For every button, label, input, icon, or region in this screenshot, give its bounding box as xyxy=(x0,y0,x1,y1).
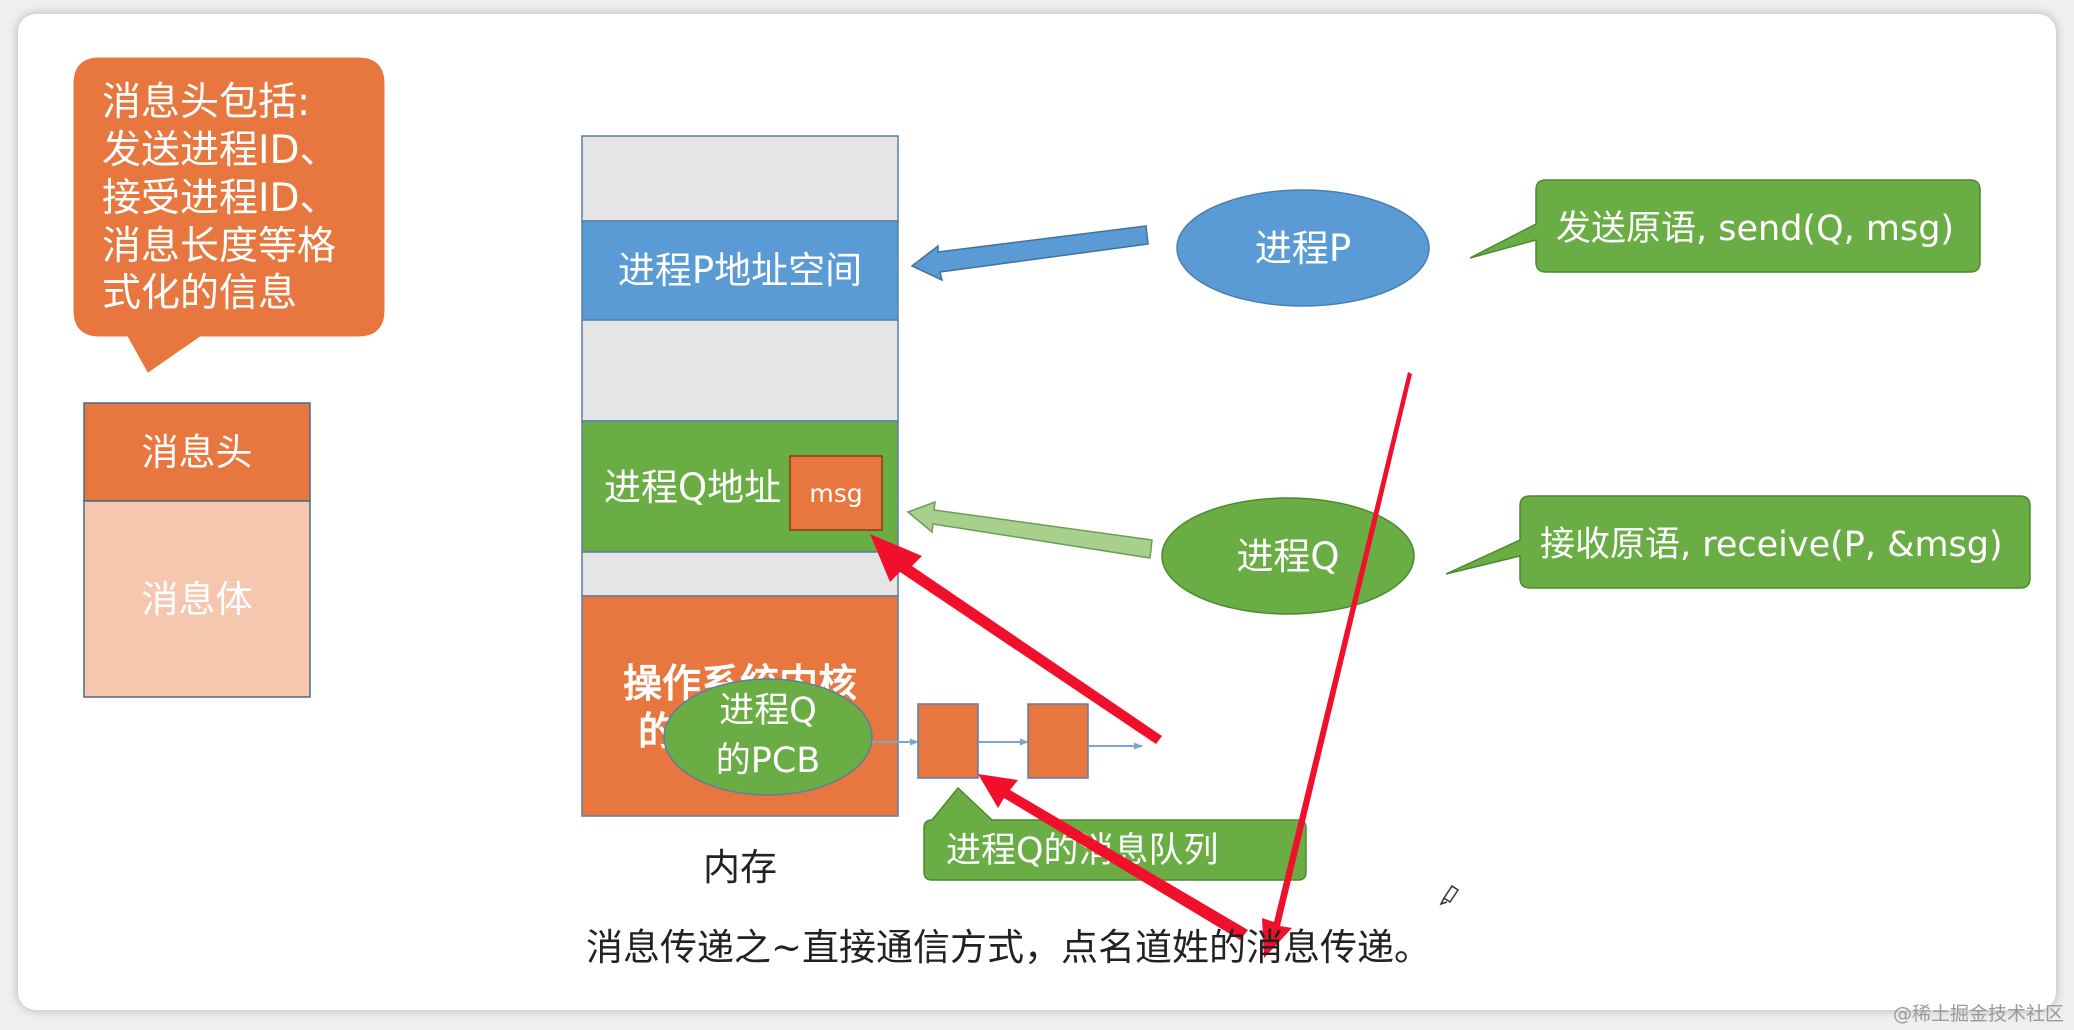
diagram-canvas: 消息头包括: 发送进程ID、 接受进程ID、 消息长度等格 式化的信息 消息头 … xyxy=(73,57,2031,969)
header-info-line-1: 消息头包括: xyxy=(102,80,310,125)
message-head-label: 消息头 xyxy=(142,431,253,474)
message-structure: 消息头 消息体 xyxy=(83,402,311,698)
memory-gray-bottom xyxy=(581,551,899,597)
process-p-label: 进程P xyxy=(1255,227,1351,270)
msg-box-label: msg xyxy=(809,479,862,508)
header-info-line-3: 接受进程ID、 xyxy=(102,176,339,221)
watermark: @稀土掘金技术社区 xyxy=(1892,1003,2064,1025)
red-arrow-down xyxy=(1262,372,1412,958)
message-body-box xyxy=(83,500,311,698)
red-arrow-to-msg xyxy=(870,534,1162,744)
process-p-group: 进程P 发送原语, send(Q, msg) xyxy=(910,179,1981,307)
memory-gray-top xyxy=(581,135,899,222)
memory-gray-middle xyxy=(581,319,899,422)
process-q-pcb xyxy=(663,678,873,796)
queue-node-2 xyxy=(1027,703,1089,779)
process-q-group: 进程Q 接收原语, receive(P, &msg) xyxy=(906,495,2031,615)
header-info-callout: 消息头包括: 发送进程ID、 接受进程ID、 消息长度等格 式化的信息 xyxy=(73,57,385,373)
message-head-box xyxy=(83,402,311,502)
red-arrow-to-queue xyxy=(978,774,1248,940)
pcb-label-line-2: 的PCB xyxy=(716,741,821,781)
pen-cursor-icon xyxy=(1439,884,1460,906)
memory-column: 进程P地址空间 进程Q地址 操作系统内核 的 msg 进程Q 的PCB 内存 xyxy=(581,135,899,889)
send-callout xyxy=(1469,179,1981,273)
p-to-memory-arrow xyxy=(910,225,1149,282)
process-p-address-space-label: 进程P地址空间 xyxy=(618,249,862,292)
queue-node-1 xyxy=(917,703,979,779)
header-info-line-5: 式化的信息 xyxy=(102,271,297,316)
receive-callout-text: 接收原语, receive(P, &msg) xyxy=(1540,525,2003,565)
red-annotations xyxy=(870,372,1460,958)
message-body-label: 消息体 xyxy=(142,578,253,621)
process-q-label: 进程Q xyxy=(1236,535,1339,578)
receive-callout xyxy=(1445,495,2031,589)
header-info-line-4: 消息长度等格 xyxy=(102,224,336,269)
header-info-line-2: 发送进程ID、 xyxy=(102,128,339,173)
q-to-memory-arrow xyxy=(906,500,1153,559)
caption: 消息传递之~直接通信方式，点名道姓的消息传递。 xyxy=(586,926,1431,969)
pcb-label-line-1: 进程Q xyxy=(719,691,817,731)
msg-box xyxy=(789,455,883,531)
process-p-address-space xyxy=(581,220,899,321)
send-callout-text: 发送原语, send(Q, msg) xyxy=(1556,209,1954,249)
process-q-node xyxy=(1161,497,1415,615)
memory-label: 内存 xyxy=(703,846,777,889)
message-queue: 进程Q的消息队列 xyxy=(872,703,1307,881)
process-p-node xyxy=(1176,189,1430,307)
slide: 消息头包括: 发送进程ID、 接受进程ID、 消息长度等格 式化的信息 消息头 … xyxy=(18,14,2056,1010)
process-q-address-space-label: 进程Q地址 xyxy=(604,466,781,509)
